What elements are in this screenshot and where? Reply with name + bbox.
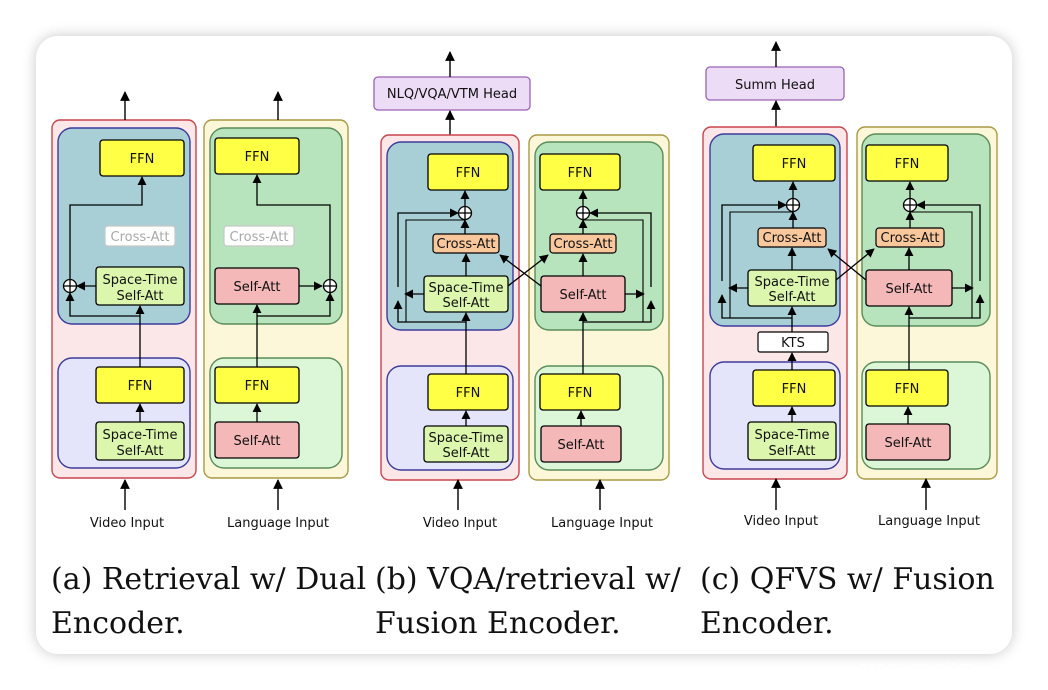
space-time-label-2: Self-Att	[769, 444, 816, 459]
cross-att-label: Cross-Att	[554, 237, 613, 252]
ffn-label: FFN	[895, 382, 920, 397]
video-input-label: Video Input	[90, 516, 164, 531]
space-time-label: Space-Time	[103, 428, 178, 443]
ffn-label: FFN	[782, 157, 807, 172]
residual-add-icon	[62, 278, 78, 294]
caption-a: (a) Retrieval w/ Dual Encoder.	[51, 558, 366, 646]
language-input-label: Language Input	[551, 516, 653, 531]
ffn-label: FFN	[568, 166, 593, 181]
language-input-label: Language Input	[878, 514, 980, 529]
ffn-label: FFN	[782, 382, 807, 397]
self-att-label: Self-Att	[560, 288, 607, 303]
ffn-label: FFN	[245, 150, 270, 165]
cross-att-label: Cross-Att	[881, 231, 940, 246]
space-time-label: Space-Time	[103, 273, 178, 288]
self-att-label: Self-Att	[234, 280, 281, 295]
space-time-label: Space-Time	[429, 431, 504, 446]
kts-box	[757, 331, 829, 353]
residual-add-icon	[785, 197, 801, 213]
residual-add-icon	[457, 205, 473, 221]
space-time-label: Space-Time	[755, 428, 830, 443]
self-att-label: Self-Att	[885, 436, 932, 451]
video-input-label: Video Input	[744, 514, 818, 529]
self-att-label: Self-Att	[558, 438, 605, 453]
watermark: CSDN @逸步行天	[858, 663, 973, 679]
space-time-label-2: Self-Att	[443, 296, 490, 311]
cross-att-disabled	[223, 225, 295, 247]
caption-a-line-2: Encoder.	[51, 606, 185, 641]
video-input-label: Video Input	[423, 516, 497, 531]
ffn-block	[539, 153, 621, 191]
space-time-label-2: Self-Att	[117, 289, 164, 304]
cross-att-block	[757, 227, 827, 248]
panel-b: NLQ/VQA/VTM Head FFN Cross-Att Space-Tim…	[373, 51, 670, 531]
ffn-block	[427, 153, 509, 191]
language-input-label: Language Input	[227, 516, 329, 531]
space-time-label-2: Self-Att	[117, 444, 164, 459]
ffn-label: FFN	[456, 386, 481, 401]
residual-add-icon	[902, 197, 918, 213]
space-time-label: Space-Time	[755, 275, 830, 290]
cross-att-label: Cross-Att	[437, 237, 496, 252]
self-att-label: Self-Att	[234, 434, 281, 449]
ffn-label: FFN	[245, 379, 270, 394]
caption-c-line-2: Encoder.	[700, 606, 834, 641]
residual-add-icon	[575, 205, 591, 221]
ffn-label: FFN	[456, 166, 481, 181]
self-att-label: Self-Att	[886, 282, 933, 297]
ffn-label: FFN	[128, 379, 153, 394]
cross-att-label: Cross-Att	[763, 231, 822, 246]
panel-a: FFN Cross-Att Space-Time Self-Att FFN Sp…	[51, 91, 349, 531]
ffn-block	[752, 144, 836, 182]
head-label: Summ Head	[735, 78, 815, 93]
caption-c-line-1: (c) QFVS w/ Fusion	[700, 562, 995, 597]
ffn-block	[539, 373, 621, 411]
figure-card	[36, 36, 1012, 654]
panel-c: Summ Head KTS FFN Cross-Att Space-Time S…	[702, 41, 998, 529]
ffn-block	[99, 139, 185, 177]
head-box	[705, 66, 845, 101]
space-time-label-2: Self-Att	[769, 290, 816, 305]
caption-b-line-2: Fusion Encoder.	[375, 606, 621, 641]
residual-add-icon	[322, 278, 338, 294]
caption-a-line-1: (a) Retrieval w/ Dual	[51, 562, 367, 597]
ffn-block	[865, 369, 949, 407]
space-time-label-2: Self-Att	[443, 446, 490, 461]
ffn-label: FFN	[130, 152, 155, 167]
ffn-block	[214, 137, 300, 175]
cross-att-block	[432, 233, 500, 254]
head-box	[373, 76, 531, 111]
caption-b-line-1: (b) VQA/retrieval w/	[375, 562, 681, 597]
cross-att-label: Cross-Att	[111, 230, 170, 245]
kts-label: KTS	[781, 336, 805, 351]
ffn-block	[752, 369, 836, 407]
ffn-block	[427, 373, 509, 411]
ffn-block	[865, 144, 949, 182]
ffn-label: FFN	[895, 157, 920, 172]
caption-c: (c) QFVS w/ Fusion Encoder.	[700, 558, 995, 646]
space-time-label: Space-Time	[429, 281, 504, 296]
cross-att-label: Cross-Att	[230, 230, 289, 245]
cross-att-disabled	[104, 225, 176, 247]
ffn-label: FFN	[568, 386, 593, 401]
head-label: NLQ/VQA/VTM Head	[387, 87, 517, 102]
caption-b: (b) VQA/retrieval w/ Fusion Encoder.	[375, 558, 681, 646]
